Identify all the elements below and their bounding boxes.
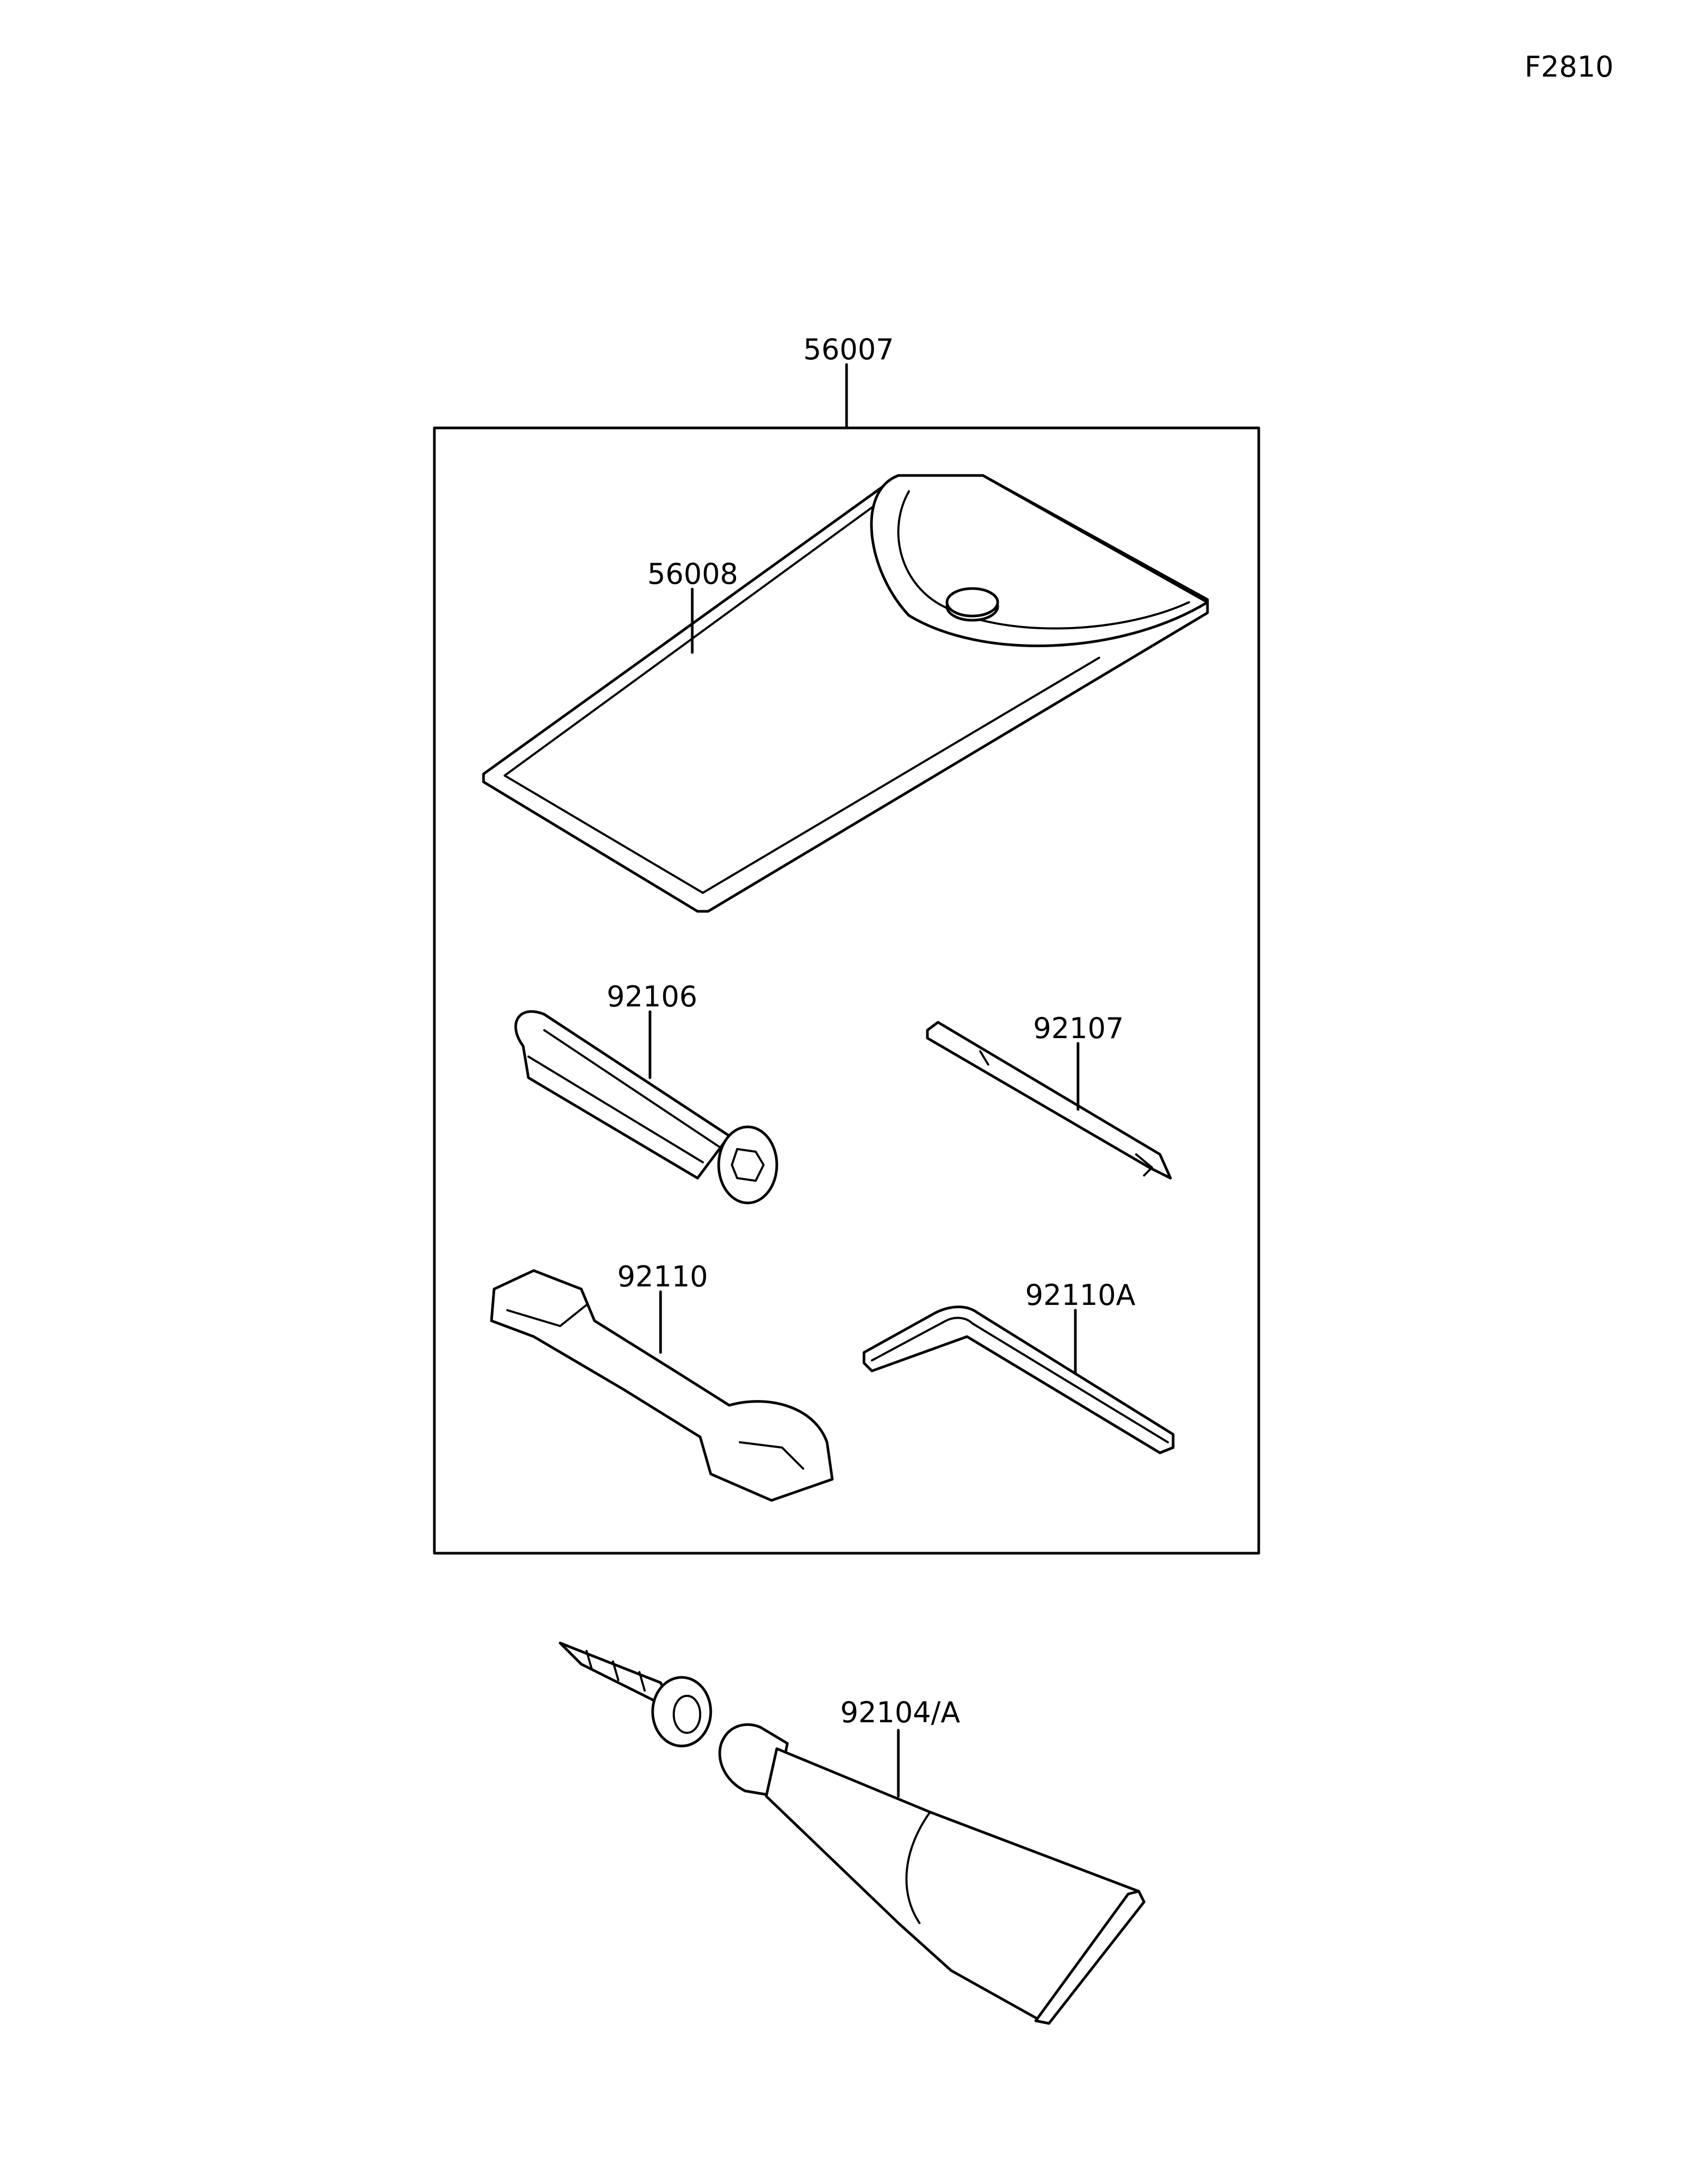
- screwdriver-bit-icon: [926, 1021, 1172, 1180]
- part-number-92104-A: 92104/A: [840, 1696, 960, 1729]
- tool-pouch-icon: [482, 474, 1209, 913]
- tool-kit-box-icon: [433, 363, 1260, 1555]
- part-number-92106: 92106: [607, 980, 698, 1013]
- part-number-56008: 56008: [647, 557, 738, 591]
- figure-code: F2810: [1525, 50, 1614, 83]
- screwdriver-handle-icon: [514, 1010, 778, 1205]
- part-number-92107: 92107: [1033, 1012, 1124, 1045]
- part-number-56007: 56007: [803, 333, 894, 366]
- open-end-wrench-icon: [490, 1269, 834, 1502]
- part-number-92110: 92110: [617, 1260, 708, 1293]
- grease-tube-icon: [559, 1641, 1146, 2025]
- part-number-92110A: 92110A: [1025, 1278, 1136, 1312]
- hex-key-icon: [862, 1305, 1175, 1454]
